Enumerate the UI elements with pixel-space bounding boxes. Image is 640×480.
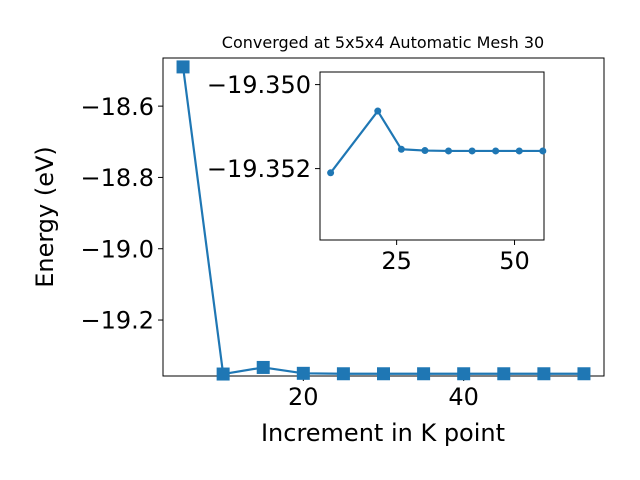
main-y-tick-label: −19.2 xyxy=(80,307,154,335)
inset-plot-area: 25 50 −19.350 −19.352 xyxy=(207,71,547,275)
main-data-point xyxy=(497,367,511,381)
inset-axes-frame xyxy=(319,71,545,241)
inset-data-point xyxy=(539,147,547,155)
inset-y-tick-label: −19.350 xyxy=(207,71,311,99)
main-x-tick-label: 20 xyxy=(288,383,319,411)
main-data-point xyxy=(457,367,471,381)
inset-data-point xyxy=(397,145,405,153)
inset-data-point xyxy=(515,147,523,155)
main-data-point xyxy=(537,367,551,381)
inset-data-point xyxy=(421,147,429,155)
inset-data-point xyxy=(492,147,500,155)
main-data-point xyxy=(176,60,190,74)
main-data-point xyxy=(336,367,350,381)
inset-axes-background xyxy=(320,72,544,240)
main-y-tick-label: −18.8 xyxy=(80,164,154,192)
inset-data-point xyxy=(468,147,476,155)
inset-y-tick-label: −19.352 xyxy=(207,155,311,183)
chart-title: Converged at 5x5x4 Automatic Mesh 30 xyxy=(222,33,544,52)
main-data-point xyxy=(377,367,390,381)
main-data-point xyxy=(417,367,431,381)
inset-x-tick-label: 50 xyxy=(499,247,530,275)
main-data-point xyxy=(577,367,591,381)
main-y-tick-label: −18.6 xyxy=(80,93,154,121)
main-data-point xyxy=(216,367,230,381)
inset-x-tick-label: 25 xyxy=(381,247,412,275)
x-axis-label: Increment in K point xyxy=(261,419,505,447)
inset-data-point xyxy=(374,107,382,115)
main-x-tick-label: 40 xyxy=(448,383,479,411)
y-axis-label: Energy (eV) xyxy=(31,146,59,288)
inset-data-point xyxy=(445,147,453,155)
main-data-point xyxy=(256,360,270,374)
main-plot-area: 20 40 −19.2 −19.0 −18.8 −18.6 xyxy=(80,57,605,411)
inset-data-point xyxy=(327,169,335,177)
main-data-point xyxy=(296,366,310,380)
main-y-tick-label: −19.0 xyxy=(80,235,154,263)
